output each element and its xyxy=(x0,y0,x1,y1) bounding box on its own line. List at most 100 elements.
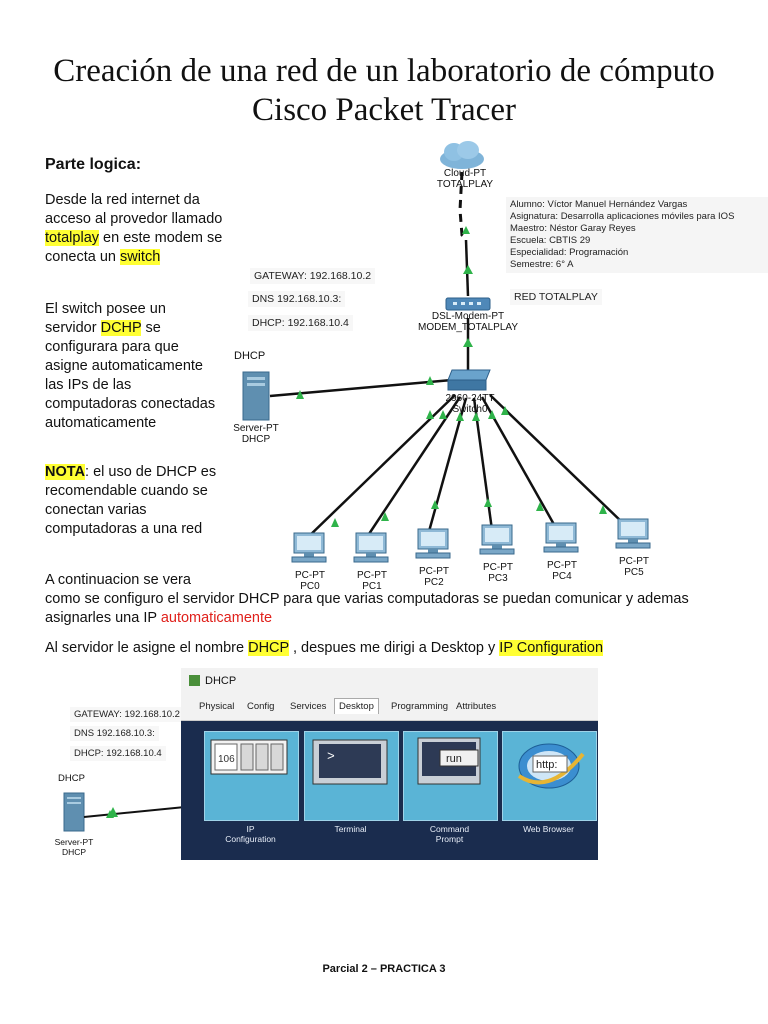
pc-icon xyxy=(543,522,579,553)
app-ip-configuration[interactable]: 106 xyxy=(204,731,299,821)
p1-text-b: en este modem se conecta un xyxy=(45,230,223,265)
footer: Parcial 2 – PRACTICA 3 xyxy=(322,963,446,975)
paragraph-1: Desde la red internet da acceso al prove… xyxy=(45,191,225,267)
bottom-note-dns: DNS 192.168.10.3: xyxy=(70,726,159,741)
modem-label: DSL-Modem-PT xyxy=(431,311,505,322)
tab-attributes[interactable]: Attributes xyxy=(456,701,497,712)
packet-tracer-window: DHCP Physical Config Services Desktop Pr… xyxy=(181,668,598,860)
app-web-browser[interactable]: http: xyxy=(502,731,597,821)
cloud-name: TOTALPLAY xyxy=(436,179,494,190)
app-command-prompt[interactable]: run xyxy=(403,731,498,821)
p5-highlight-dhcp: DHCP xyxy=(248,640,289,656)
paragraph-3: NOTA: el uso de DHCP es recomendable cua… xyxy=(45,463,220,539)
pc-type-label: PC-PT xyxy=(419,566,449,577)
tab-programming[interactable]: Programming xyxy=(391,701,449,712)
pc-icon xyxy=(479,524,515,555)
p5-highlight-ip-configuration: IP Configuration xyxy=(499,640,604,656)
p3-text-b: : el uso de DHCP es recomendable cuando … xyxy=(45,464,217,537)
web-browser-icon: http: xyxy=(517,743,585,789)
link-status-arrows xyxy=(296,226,607,527)
p1-text-a: Desde la red internet da acceso al prove… xyxy=(45,192,223,227)
pc-name-label: PC3 xyxy=(488,573,508,584)
note-red-totalplay: RED TOTALPLAY xyxy=(510,289,602,305)
info-alumno: Alumno: Víctor Manuel Hernández Vargas xyxy=(510,199,688,210)
app-label-ip-1: IP xyxy=(246,824,255,834)
app-terminal[interactable]: > xyxy=(304,731,399,821)
server-name: DHCP xyxy=(241,434,271,445)
pc-name-label: PC4 xyxy=(552,571,572,582)
app-label-command-2: Prompt xyxy=(435,834,464,844)
pc-type-label: PC-PT xyxy=(547,560,577,571)
modem-icon xyxy=(445,297,491,311)
pc-name-label: PC5 xyxy=(624,567,644,578)
page-title-line2: Cisco Packet Tracer xyxy=(252,92,516,128)
p2-text-b: se configurara para que asigne automatic… xyxy=(45,320,216,431)
paragraph-2: El switch posee un servidor DCHP se conf… xyxy=(45,300,220,433)
link-switch-pc5 xyxy=(489,394,626,526)
p2-highlight-dchp: DCHP xyxy=(100,320,142,336)
pc-name-label: PC0 xyxy=(300,581,320,592)
p5-text-b: , despues me dirigi a Desktop y xyxy=(288,640,500,656)
command-prompt-icon: run xyxy=(417,737,481,785)
tab-physical[interactable]: Physical xyxy=(199,701,235,712)
student-info-box: Alumno: Víctor Manuel Hernández Vargas A… xyxy=(506,197,768,273)
switch-icon xyxy=(447,369,491,391)
server-title: DHCP xyxy=(234,350,266,362)
pc-icon xyxy=(353,532,389,563)
cloud-icon xyxy=(440,141,484,169)
pc-icon xyxy=(415,528,451,559)
pc-icon xyxy=(615,518,651,549)
link-server-switch xyxy=(269,378,453,398)
pt-window-title: DHCP xyxy=(205,675,237,687)
bottom-server-title: DHCP xyxy=(58,773,85,784)
server-label: Server-PT xyxy=(233,423,279,434)
server-icon xyxy=(242,371,270,421)
p1-highlight-switch: switch xyxy=(119,249,161,265)
pc-type-label: PC-PT xyxy=(295,570,325,581)
paragraph-4: como se configuro el servidor DHCP para … xyxy=(45,590,735,628)
pc-type-label: PC-PT xyxy=(619,556,649,567)
info-escuela: Escuela: CBTIS 29 xyxy=(510,235,591,246)
cloud-label: Cloud-PT xyxy=(443,168,487,179)
pt-tab-bar: Physical Config Services Desktop Program… xyxy=(181,694,598,721)
bottom-server-label: Server-PT xyxy=(54,837,94,847)
app-label-command-prompt: Command Prompt xyxy=(403,824,496,844)
bottom-server-link xyxy=(63,792,186,832)
tab-desktop[interactable]: Desktop xyxy=(334,698,379,714)
p4-text-b: como se configuro el servidor DHCP para … xyxy=(45,591,689,626)
bottom-note-dhcp-ip: DHCP: 192.168.10.4 xyxy=(70,746,166,761)
app-label-terminal: Terminal xyxy=(304,824,397,834)
link-switch-pc0 xyxy=(304,394,456,541)
paragraph-5: Al servidor le asigne el nombre DHCP , d… xyxy=(45,639,745,658)
bottom-server-name: DHCP xyxy=(61,847,87,857)
section-heading: Parte logica: xyxy=(45,156,142,173)
pc-icon xyxy=(291,532,327,563)
tab-services[interactable]: Services xyxy=(290,701,327,712)
terminal-icon-text: > xyxy=(327,749,335,764)
app-label-web-browser: Web Browser xyxy=(502,824,595,834)
topology-links xyxy=(269,171,626,541)
command-icon-text: run xyxy=(446,753,462,765)
pc-type-label: PC-PT xyxy=(483,562,513,573)
p1-highlight-totalplay: totalplay xyxy=(45,230,100,246)
bottom-link-arrow xyxy=(108,807,118,817)
pt-title-bar: DHCP xyxy=(181,668,598,694)
p2-text-a: El switch posee un servidor xyxy=(45,301,166,336)
tab-config[interactable]: Config xyxy=(247,701,275,712)
info-maestro: Maestro: Néstor Garay Reyes xyxy=(510,223,636,234)
ip-configuration-icon: 106 xyxy=(210,739,288,775)
pc-type-label: PC-PT xyxy=(357,570,387,581)
p4-red-automaticamente: automaticamente xyxy=(160,610,273,626)
page-title-line1: Creación de una red de un laboratorio de… xyxy=(53,53,715,89)
note-gateway: GATEWAY: 192.168.10.2 xyxy=(250,268,376,284)
app-label-ip-configuration: IP Configuration xyxy=(204,824,297,844)
browser-icon-text: http: xyxy=(536,759,557,771)
switch-label: 2960-24TT xyxy=(445,393,495,404)
p5-text-a: Al servidor le asigne el nombre xyxy=(45,640,249,656)
